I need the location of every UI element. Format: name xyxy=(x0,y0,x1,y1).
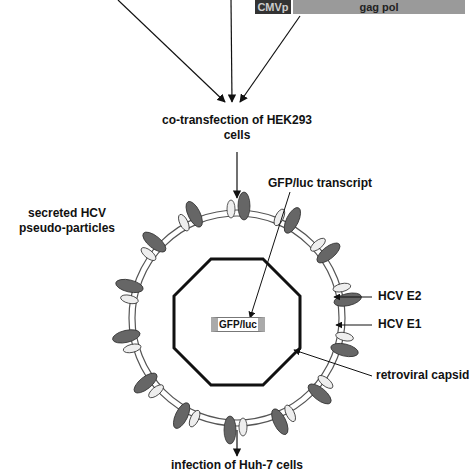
step-label: infection of Huh-7 cells xyxy=(100,458,374,473)
flow-arrows xyxy=(118,0,300,456)
particle-envelope xyxy=(129,210,345,426)
reporter-box: GFP/luc xyxy=(211,317,265,332)
callout-label: retroviral capsid xyxy=(376,368,474,383)
envelope-spikes xyxy=(111,192,362,444)
callout-label: secreted HCV pseudo-particles xyxy=(12,206,122,236)
callout-label: GFP/luc transcript xyxy=(268,176,398,191)
callout-label: HCV E1 xyxy=(378,317,448,332)
node-text: CMVp xyxy=(257,1,288,13)
step-label: co-transfection of HEK293 cells xyxy=(157,113,317,143)
leader-lines xyxy=(250,192,372,376)
node-text: GFP/luc xyxy=(219,319,257,331)
gene-box: gag pol xyxy=(293,0,465,14)
promoter-box: CMVp xyxy=(255,0,291,14)
capsid-octagon xyxy=(174,259,300,385)
callout-label: HCV E2 xyxy=(378,289,448,304)
node-text: gag pol xyxy=(359,1,398,13)
